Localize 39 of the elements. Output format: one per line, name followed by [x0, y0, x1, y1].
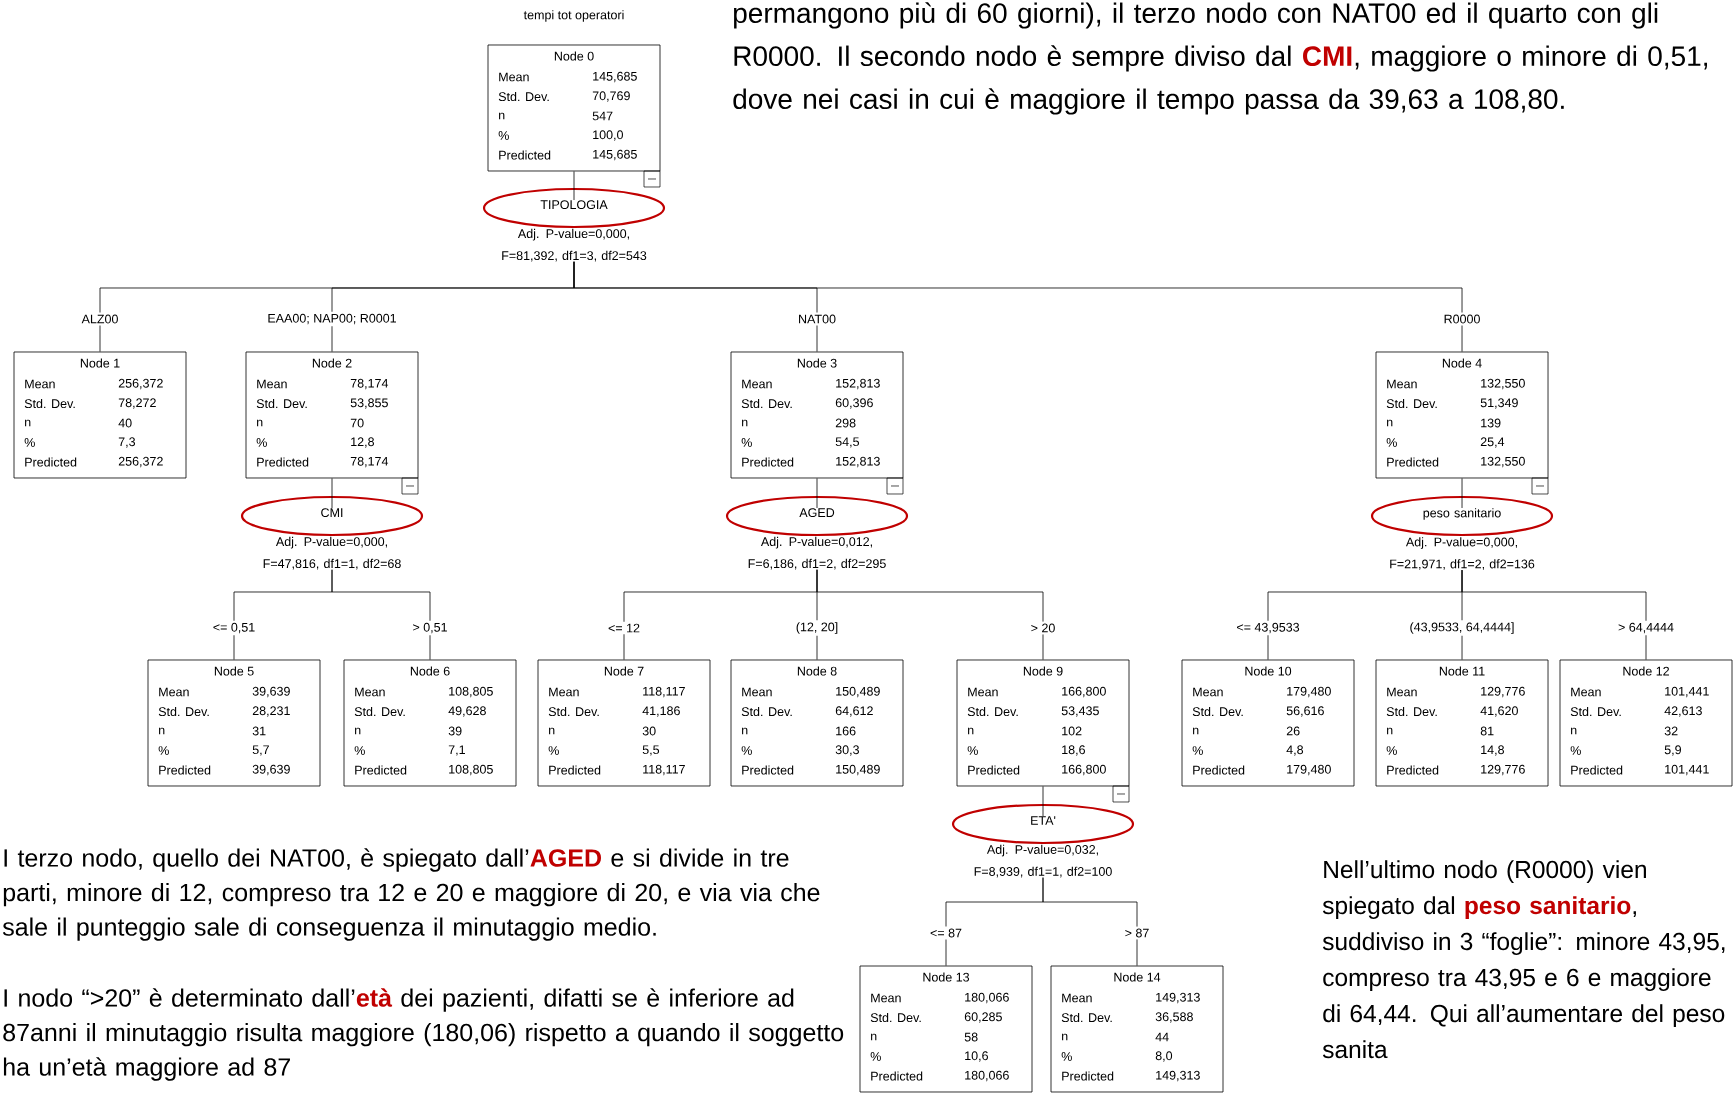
tree-node-box: Node 10 Mean 179,480 Std. Dev. 56,616 n 26 % 4,8 Predicted 179,480 [1181, 659, 1355, 787]
tree-node-box: Node 1 Mean 256,372 Std. Dev. 78,272 n 40 % 7,3 Predicted 256,372 [13, 351, 187, 479]
branch-label: (43,9533, 64,4444] [1407, 620, 1517, 636]
branch-label: <= 87 [928, 926, 964, 940]
tree-node-box: Node 12 Mean 101,441 Std. Dev. 42,613 n 32 % 5,9 Predicted 101,441 [1559, 659, 1733, 787]
tree-node-box: Node 5 Mean 39,639 Std. Dev. 28,231 n 31 % 5,7 Predicted 39,639 [147, 659, 321, 787]
split-label: TIPOLOGIA Adj. P-value=0,000, F=81,392, df1=3, df2=543 [482, 187, 666, 262]
tree-node-box: Node 13 Mean 180,066 Std. Dev. 60,285 n 58 % 10,6 Predicted 180,066 [859, 965, 1033, 1093]
paragraph: I terzo nodo, quello dei NAT00, è spiegato dall’AGED e si divide in tre parti, minore di 12, compreso tra 12 e 20 e maggiore di 20, e via via che sale il punteggio sale di conseguenza il minutaggio medio. [2, 848, 820, 941]
branch-label: EAA00; NAP00; R0001 [265, 311, 399, 327]
split-label: peso sanitario Adj. P-value=0,000, F=21,971, df1=2, df2=136 [1370, 495, 1554, 570]
tree-node-box: Node 11 Mean 129,776 Std. Dev. 41,620 n 81 % 14,8 Predicted 129,776 [1375, 659, 1549, 787]
split-label: ETA' Adj. P-value=0,032, F=8,939, df1=1, df2=100 [951, 803, 1135, 878]
split-label: AGED Adj. P-value=0,012, F=6,186, df1=2, df2=295 [725, 495, 909, 570]
split-label: CMI Adj. P-value=0,000, F=47,816, df1=1, df2=68 [240, 495, 424, 570]
paragraph: permangono più di 60 giorni), il terzo nodo con NAT00 ed il quarto con gli R0000. Il secondo nodo è sempre diviso dal CMI, maggiore o minore di 0,51, dove nei casi in cui è maggiore il tempo passa da 39,63 a 108,80. [733, 2, 1707, 115]
branch-label: > 64,4444 [1616, 620, 1676, 636]
branch-label: R0000 [1441, 312, 1483, 326]
branch-label: <= 0,51 [210, 620, 258, 636]
tree-node-box: Node 8 Mean 150,489 Std. Dev. 64,612 n 166 % 30,3 Predicted 150,489 [730, 659, 904, 787]
paragraph: Nell’ultimo nodo (R0000) vien spiegato dal peso sanitario, suddiviso in 3 “foglie”: minore 43,95, compreso tra 43,95 e 6 e maggiore di 64,44. Qui all’aumentare del peso sanita [1322, 860, 1725, 1059]
tree-node-box: Node 6 Mean 108,805 Std. Dev. 49,628 n 39 % 7,1 Predicted 108,805 [343, 659, 517, 787]
branch-label: (12, 20] [793, 620, 841, 636]
tree-node-box: Node 0 Mean 145,685 Std. Dev. 70,769 n 547 % 100,0 Predicted 145,685 [487, 44, 661, 172]
branch-label: <= 12 [606, 621, 642, 635]
branch-label: > 0,51 [410, 620, 450, 636]
branch-label: > 87 [1122, 926, 1152, 940]
paragraph: I nodo “>20” è determinato dall’età dei pazienti, difatti se è inferiore ad 87anni il minutaggio risulta maggiore (180,06) rispetto a quando il soggetto ha un’età maggiore ad 87 [3, 988, 844, 1081]
tree-node-box: Node 7 Mean 118,117 Std. Dev. 41,186 n 30 % 5,5 Predicted 118,117 [537, 659, 711, 787]
branch-label: NAT00 [796, 312, 838, 326]
branch-label: ALZ00 [79, 312, 121, 326]
tree-node-box: Node 4 Mean 132,550 Std. Dev. 51,349 n 139 % 25,4 Predicted 132,550 [1375, 351, 1549, 479]
branch-label: <= 43,9533 [1234, 620, 1302, 636]
branch-label: > 20 [1028, 621, 1058, 635]
tree-node-box: Node 14 Mean 149,313 Std. Dev. 36,588 n 44 % 8,0 Predicted 149,313 [1050, 965, 1224, 1093]
tree-node-box: Node 3 Mean 152,813 Std. Dev. 60,396 n 298 % 54,5 Predicted 152,813 [730, 351, 904, 479]
tree-node-box: Node 9 Mean 166,800 Std. Dev. 53,435 n 102 % 18,6 Predicted 166,800 [956, 659, 1130, 787]
tree-node-box: Node 2 Mean 78,174 Std. Dev. 53,855 n 70 % 12,8 Predicted 78,174 [245, 351, 419, 479]
tree-title: tempi tot operatori [523, 10, 624, 22]
